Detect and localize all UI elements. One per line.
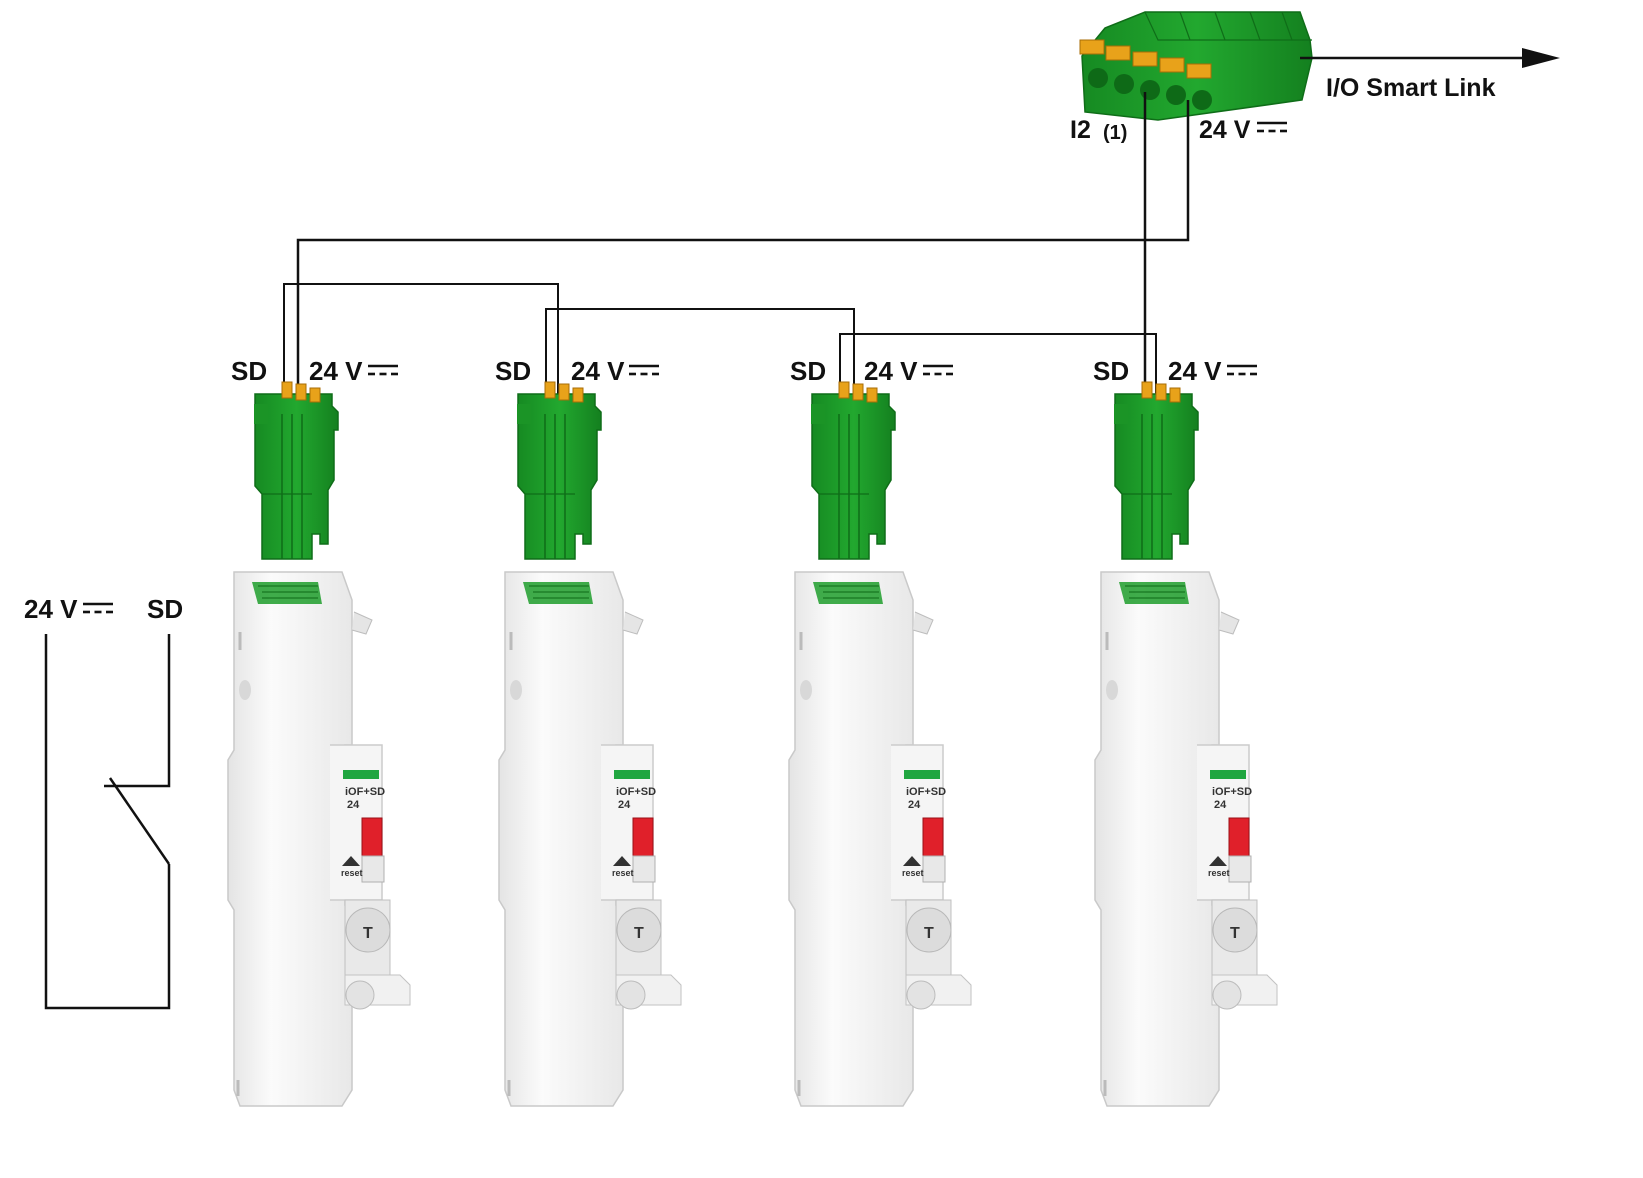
indicator-strip [343, 770, 379, 779]
green-connector-block [1079, 11, 1313, 121]
reset-button[interactable]: reset [1208, 868, 1230, 878]
module-supply-label: 24 V [571, 356, 625, 386]
schematic-sd-wire [104, 634, 171, 788]
module-sd-label: SD [231, 356, 267, 386]
module-plug [1113, 381, 1199, 560]
wire-24v-supply [296, 100, 1190, 410]
schematic-supply-label: 24 V [24, 594, 78, 624]
svg-text:iOF+SD: iOF+SD [616, 786, 656, 798]
module-3: SD 24 V iOF+SD 24 reset T [788, 356, 972, 1107]
dc-symbol-icon [921, 364, 955, 376]
module-plug [810, 381, 896, 560]
module-body: iOF+SD 24 reset T [498, 571, 682, 1107]
wiring [283, 92, 1190, 410]
svg-text:iOF+SD: iOF+SD [1212, 786, 1252, 798]
indicator-strip [614, 770, 650, 779]
module-plug [516, 381, 602, 560]
trip-flag [632, 817, 654, 857]
output-arrow-head [1522, 48, 1560, 68]
dc-symbol-icon [1225, 364, 1259, 376]
input-i2-label: I2 [1070, 116, 1091, 144]
module-body: iOF+SD 24 reset T [1094, 571, 1278, 1107]
svg-text:24: 24 [618, 799, 631, 811]
test-button[interactable]: T [1230, 925, 1240, 942]
module-supply-label: 24 V [309, 356, 363, 386]
module-4: SD 24 V iOF+SD 24 reset T [1093, 356, 1278, 1107]
svg-text:iOF+SD: iOF+SD [906, 786, 946, 798]
module-2: SD 24 V iOF+SD 24 reset T [495, 356, 682, 1107]
module-sd-label: SD [495, 356, 531, 386]
reset-button[interactable]: reset [612, 868, 634, 878]
reset-button[interactable]: reset [902, 868, 924, 878]
input-i2-note: (1) [1103, 122, 1127, 144]
module-plug [253, 381, 339, 560]
trip-flag [361, 817, 383, 857]
wire-chain-3-4 [839, 333, 1157, 410]
module-sd-label: SD [1093, 356, 1129, 386]
dc-symbol-icon [627, 364, 661, 376]
dc-symbol-icon [81, 602, 115, 614]
test-button[interactable]: T [634, 925, 644, 942]
svg-text:iOF+SD: iOF+SD [345, 786, 385, 798]
dc-symbol-icon [366, 364, 400, 376]
svg-text:24: 24 [1214, 799, 1227, 811]
svg-text:24: 24 [908, 799, 921, 811]
trip-flag [1228, 817, 1250, 857]
contact-schematic: 24 V SD [24, 594, 183, 1010]
module-sd-label: SD [790, 356, 826, 386]
connector-supply-label: 24 V [1199, 116, 1251, 144]
wire-chain-1-2 [283, 283, 559, 410]
io-smart-link-label: I/O Smart Link [1326, 74, 1496, 102]
module-supply-label: 24 V [1168, 356, 1222, 386]
schematic-sd-label: SD [147, 594, 183, 624]
module-body: iOF+SD 24 reset T [788, 571, 972, 1107]
schematic-switch-contact [108, 777, 171, 865]
module-body: iOF+SD 24 reset T [227, 571, 411, 1107]
svg-text:24: 24 [347, 799, 360, 811]
indicator-strip [904, 770, 940, 779]
test-button[interactable]: T [363, 925, 373, 942]
reset-button[interactable]: reset [341, 868, 363, 878]
indicator-strip [1210, 770, 1246, 779]
wire-chain-2-3 [545, 308, 855, 410]
io-smart-link-connector: I/O Smart Link I2 (1) 24 V [1070, 11, 1560, 144]
test-button[interactable]: T [924, 925, 934, 942]
dc-symbol-icon [1255, 121, 1289, 133]
module-1: SD 24 V iOF+SD 24 reset T [227, 356, 411, 1107]
schematic-loop-wire [44, 634, 171, 1010]
trip-flag [922, 817, 944, 857]
module-supply-label: 24 V [864, 356, 918, 386]
